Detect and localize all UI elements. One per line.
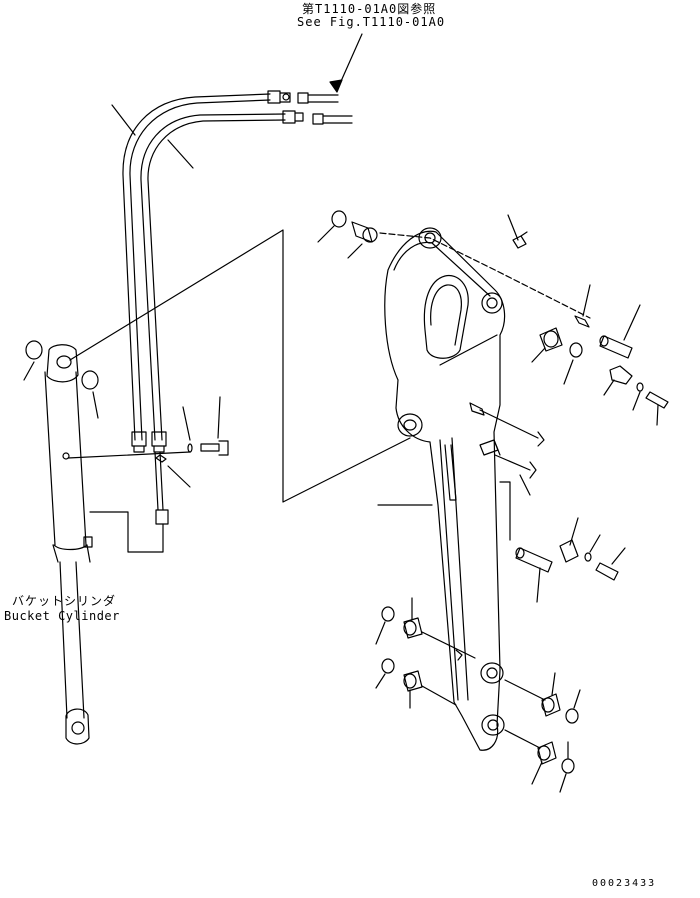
stopper-pin xyxy=(470,403,484,415)
hose-fitting-bottom-left xyxy=(132,432,146,452)
excavator-arm xyxy=(385,228,505,750)
reference-arrow xyxy=(330,34,362,92)
leader-line xyxy=(218,397,220,438)
leader-line xyxy=(560,774,566,792)
arm-bushing-top xyxy=(352,222,377,242)
leader-line xyxy=(574,690,580,708)
leader-line xyxy=(583,285,590,316)
bucket-cylinder-label-jp: バケットシリンダ xyxy=(12,594,117,608)
arm-bushing-bottom-right-2 xyxy=(538,742,556,764)
hose-fitting-upper xyxy=(268,91,290,103)
leader-line xyxy=(376,622,385,644)
arm-washer-bottom-right-2 xyxy=(562,759,574,773)
lock-plate-upper xyxy=(610,366,632,384)
arm-washer-bottom-right xyxy=(566,709,578,723)
pivot-pin-upper xyxy=(600,336,632,358)
leader-line xyxy=(93,392,98,418)
leader-line xyxy=(633,392,640,410)
bucket-cylinder-label-en: Bucket Cylinder xyxy=(4,609,120,623)
leader-line xyxy=(422,686,456,705)
hose-fitting-lower xyxy=(283,111,303,123)
lock-plate-lower xyxy=(560,540,578,562)
bolt-lower xyxy=(596,563,618,580)
arm-bushing-upper-right xyxy=(540,328,562,351)
leader-line xyxy=(68,452,190,458)
leader-line xyxy=(612,548,625,564)
leader-line xyxy=(532,762,542,784)
leader-line xyxy=(376,674,385,688)
cylinder-washer xyxy=(26,341,42,359)
arm-washer-bottom-left-2 xyxy=(382,659,394,673)
hydraulic-hose-inner xyxy=(141,114,285,440)
leader-line xyxy=(112,105,135,135)
bucket-cylinder xyxy=(45,345,92,744)
bracket xyxy=(480,440,500,455)
connector-fitting-lower xyxy=(313,114,352,124)
arm-bushing-bottom-left-2 xyxy=(404,671,422,691)
leader-line xyxy=(657,405,658,425)
cylinder-washer-2 xyxy=(82,371,98,389)
lock-washer-upper xyxy=(637,383,643,391)
hose-fitting-bottom-right xyxy=(152,432,166,452)
arm-washer-bottom-left xyxy=(382,607,394,621)
reference-label-jp: 第T1110-01A0図参照 xyxy=(302,2,437,16)
leader-line xyxy=(505,730,540,748)
arm-bushing-bottom-right xyxy=(542,694,560,716)
leader-line xyxy=(508,215,518,240)
leader-line xyxy=(24,362,34,380)
leader-line xyxy=(183,407,190,440)
leader-line xyxy=(564,360,573,384)
leader-line xyxy=(530,462,536,478)
connector-fitting-upper xyxy=(298,93,338,103)
hydraulic-hose-outer xyxy=(123,94,270,440)
leader-line xyxy=(590,535,600,552)
leader-line xyxy=(422,632,475,658)
leader-line xyxy=(532,348,545,362)
leader-line xyxy=(505,680,545,700)
leader-line xyxy=(570,518,578,545)
hydraulic-pipe-bend xyxy=(90,512,163,552)
leader-line xyxy=(500,482,510,540)
lock-washer-lower xyxy=(585,553,591,561)
pivot-pin-lower xyxy=(516,548,552,572)
pin-axis xyxy=(380,233,590,318)
grease-fitting xyxy=(513,232,527,248)
hose-clamp xyxy=(156,441,228,462)
leader-line xyxy=(168,140,193,168)
leader-line xyxy=(604,380,614,395)
leader-line xyxy=(520,475,530,495)
arm-washer-upper-right xyxy=(570,343,582,357)
bolt-upper xyxy=(646,392,668,408)
leader-line xyxy=(318,226,334,242)
hose-fitting-cylinder xyxy=(156,510,168,524)
leader-line xyxy=(168,466,190,487)
drawing-number: 00023433 xyxy=(592,878,657,889)
leader-line xyxy=(495,455,530,470)
reference-frame-line xyxy=(70,230,410,502)
leader-line xyxy=(624,305,640,340)
pin-fitting xyxy=(575,316,589,327)
arm-washer-top xyxy=(332,211,346,227)
leader-line xyxy=(538,432,544,446)
leader-line xyxy=(480,410,538,438)
leader-line xyxy=(552,673,555,695)
arm-bushing-bottom-left xyxy=(404,618,422,638)
leader-line xyxy=(348,244,362,258)
leader-line xyxy=(537,568,540,602)
reference-label-en: See Fig.T1110-01A0 xyxy=(297,15,446,29)
